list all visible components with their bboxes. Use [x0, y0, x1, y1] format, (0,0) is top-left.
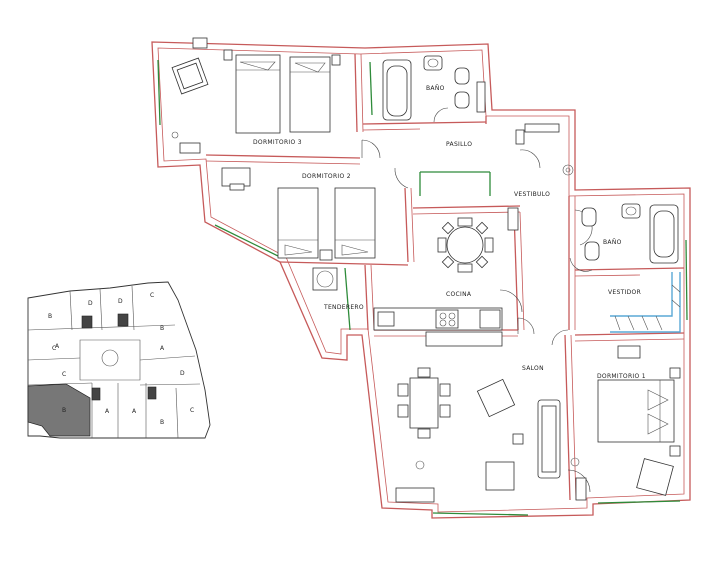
key-plan-unit-label: D	[180, 370, 185, 377]
key-plan-unit-label: C	[52, 345, 57, 352]
interior-walls	[205, 53, 685, 501]
label-cocina: COCINA	[446, 291, 472, 298]
key-plan-unit-label: A	[160, 345, 165, 352]
windows	[157, 59, 688, 516]
key-plan-unit-label: D	[88, 300, 93, 307]
label-dormitorio3: DORMITORIO 3	[253, 139, 302, 146]
key-plan-unit-label: B	[160, 419, 164, 426]
bano1-fixtures	[382, 55, 486, 121]
label-tenderero: TENDERERO	[323, 304, 364, 311]
bano2-fixtures	[562, 164, 679, 264]
key-plan-unit-label: B	[160, 325, 164, 332]
label-salon: SALON	[522, 365, 544, 372]
room-labels: DORMITORIO 3 DORMITORIO 2 BAÑO PASILLO V…	[253, 85, 646, 380]
dormitorio3-furniture	[171, 37, 341, 154]
label-vestibulo: VESTIBULO	[514, 191, 550, 198]
key-plan-unit-label: A	[105, 408, 110, 415]
key-plan-unit-label: C	[62, 371, 67, 378]
label-vestidor: VESTIDOR	[608, 289, 641, 296]
dormitorio2-furniture	[221, 167, 376, 291]
outer-walls	[151, 41, 691, 519]
key-plan-unit-label: A	[132, 408, 137, 415]
dormitorio1-furniture	[570, 345, 681, 501]
salon-furniture	[395, 331, 561, 503]
highlighted-unit	[27, 383, 91, 437]
label-dormitorio2: DORMITORIO 2	[302, 173, 351, 180]
key-plan-unit-label: C	[150, 292, 155, 299]
key-plan-unit-label: D	[118, 298, 123, 305]
key-plan-unit-label: A	[55, 343, 60, 350]
label-bano1: BAÑO	[426, 85, 445, 92]
key-plan-unit-label: B	[62, 407, 66, 414]
key-plan-unit-label: B	[48, 313, 52, 320]
hall-fixtures	[515, 123, 560, 145]
label-bano2: BAÑO	[603, 239, 622, 246]
key-plan-unit-label: C	[190, 407, 195, 414]
cocina-furniture	[373, 207, 519, 331]
label-dormitorio1: DORMITORIO 1	[597, 373, 646, 380]
label-pasillo: PASILLO	[446, 141, 472, 148]
vestidor-wardrobe	[610, 272, 681, 333]
